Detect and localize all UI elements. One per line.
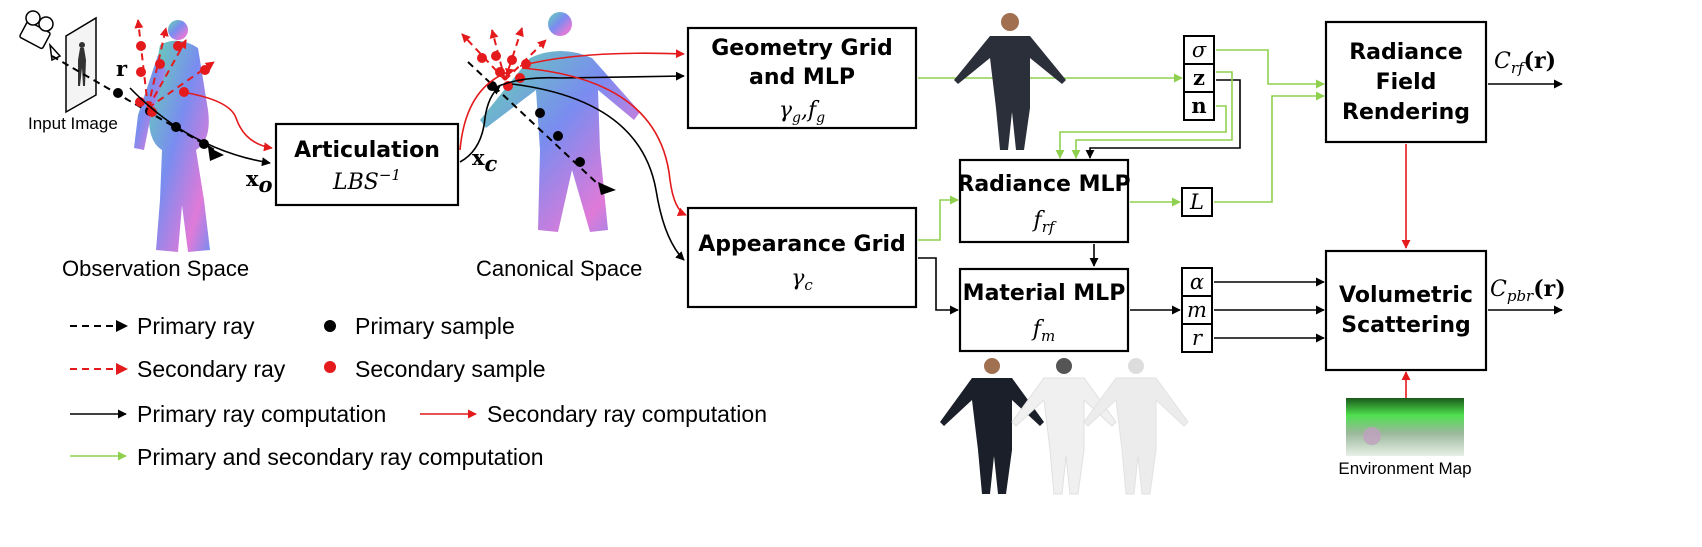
m-symbol: m [1187, 298, 1207, 322]
r-box [1181, 323, 1213, 353]
legend-secondary-ray-head [116, 363, 128, 375]
environment-map-highlight [1363, 427, 1381, 445]
observation-figure [134, 20, 210, 252]
arrow-canonical-to-geometry-primary [493, 71, 685, 89]
m-box [1181, 295, 1213, 325]
legend-secondary-computation-label: Secondary ray computation [487, 401, 767, 427]
legend-primary-sample-label: Primary sample [355, 313, 515, 339]
volumetric-scattering-box [1324, 249, 1488, 372]
alpha-box [1181, 267, 1213, 297]
r-symbol: r [1192, 326, 1204, 350]
canonical-space-label: Canonical Space [476, 256, 642, 281]
arrow-canonical-to-appearance-primary [511, 83, 685, 261]
arrow-obs-to-articulation-secondary [181, 91, 273, 152]
arrow-z-to-radiance-mlp-shared [1071, 71, 1233, 159]
n-box [1183, 91, 1215, 121]
alpha-symbol: α [1190, 270, 1204, 294]
legend-primary-sample-dot [324, 320, 336, 332]
arrow-appearance-to-material-mlp [918, 257, 959, 315]
geometry-render-thumbnail [954, 13, 1066, 150]
environment-map-label: Environment Map [1338, 459, 1471, 478]
arrow-z-to-radiance-mlp [1085, 79, 1241, 159]
legend-secondary-sample-label: Secondary sample [355, 356, 546, 382]
arrow-canonical-to-geometry-secondary [519, 49, 685, 67]
legend-shared-computation-label: Primary and secondary ray computation [137, 444, 544, 470]
obs-secondary-samples [135, 41, 210, 117]
x-c-label: xc [472, 145, 498, 176]
geometry-box [686, 26, 918, 130]
legend-primary-computation-label: Primary ray computation [137, 401, 386, 427]
rendering-line3: Rendering [1342, 100, 1470, 125]
arrow-articulation-to-canonical-secondary [459, 67, 515, 151]
x-o-label: xo [246, 166, 273, 197]
environment-map-image [1346, 398, 1464, 456]
legend-secondary-ray-label: Secondary ray [137, 356, 286, 382]
articulation-box [274, 122, 460, 207]
arrow-canonical-to-appearance-secondary [521, 67, 687, 217]
legend: Primary ray Primary sample Secondary ray… [70, 313, 767, 470]
n-symbol: n [1191, 93, 1206, 118]
scattering-line2: Scattering [1341, 313, 1471, 338]
appearance-box [686, 206, 918, 309]
geometry-title-line1: Geometry Grid [711, 36, 893, 61]
material-mlp-title: Material MLP [963, 281, 1126, 306]
sigma-symbol: σ [1192, 38, 1207, 62]
appearance-title: Appearance Grid [698, 232, 905, 257]
articulation-formula: LBS−1 [332, 166, 401, 195]
legend-primary-ray-head [116, 320, 128, 332]
observation-space-label: Observation Space [62, 256, 249, 281]
material-render-thumbnails [940, 358, 1189, 495]
c-rf-output: Crf(r) [1494, 48, 1556, 77]
input-image-label: Input Image [28, 114, 118, 133]
legend-primary-ray-label: Primary ray [137, 313, 255, 339]
articulation-title: Articulation [294, 138, 440, 163]
z-symbol: z [1193, 65, 1205, 90]
rendering-line1: Radiance [1349, 40, 1463, 65]
appearance-formula: γc [791, 266, 813, 294]
c-pbr-output: Cpbr(r) [1490, 276, 1566, 305]
material-mlp-box [958, 267, 1130, 353]
legend-secondary-sample-dot [324, 361, 336, 373]
rendering-line2: Field [1376, 70, 1437, 95]
radiance-field-rendering-box [1324, 20, 1488, 144]
ray-label-r: r [116, 56, 128, 81]
arrow-sigma-to-rendering [1216, 49, 1325, 89]
arrow-articulation-to-canonical-primary [459, 85, 501, 163]
L-symbol: L [1189, 190, 1204, 214]
radiance-mlp-box [958, 158, 1130, 244]
arrow-obs-to-articulation-primary [129, 87, 271, 167]
geometry-title-line2: and MLP [749, 65, 855, 90]
input-image-frame [65, 16, 97, 114]
radiance-mlp-formula: frf [1032, 208, 1057, 236]
radiance-mlp-title: Radiance MLP [957, 172, 1130, 197]
geometry-formula: γg,fg [779, 98, 825, 126]
camera-icon [19, 10, 62, 62]
scattering-line1: Volumetric [1339, 283, 1473, 308]
arrow-appearance-to-radiance-mlp [918, 195, 959, 241]
arrow-L-to-rendering [1214, 91, 1325, 203]
arrow-n-to-radiance-mlp [1055, 105, 1227, 159]
L-box [1181, 187, 1213, 217]
